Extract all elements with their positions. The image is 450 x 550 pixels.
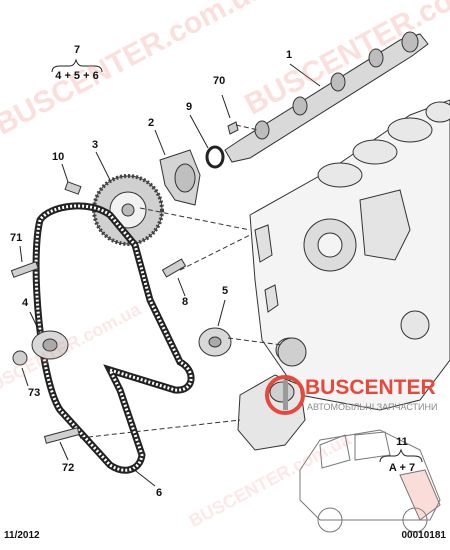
timing-belt	[32, 202, 195, 474]
callout-10: 10	[52, 151, 65, 163]
group-7-bracket	[51, 58, 103, 73]
callout-8: 8	[182, 296, 189, 308]
woodruff-key	[227, 121, 239, 135]
bolt-71	[10, 261, 39, 278]
group-11-number: 11	[396, 436, 408, 448]
camshaft-hub	[159, 149, 201, 206]
callout-70: 70	[213, 75, 226, 87]
callout-73: 73	[28, 387, 41, 399]
assembly-lines	[79, 124, 283, 439]
buscenter-logo-emblem	[265, 375, 305, 415]
brand-tagline: АВТОМОБІЛЬНІ ЗАПЧАСТИНИ	[307, 402, 438, 412]
callout-2: 2	[148, 117, 155, 129]
leader-lines	[19, 63, 321, 487]
callout-71: 71	[10, 232, 23, 244]
idler-pulley	[198, 327, 232, 357]
callout-3: 3	[92, 139, 99, 151]
group-11-bracket	[379, 448, 423, 463]
group-7-number: 7	[73, 44, 81, 56]
group-7-items: 4 + 5 + 6	[55, 70, 99, 82]
bolt-73	[12, 350, 28, 366]
callout-5: 5	[222, 285, 229, 297]
camshaft-sprocket	[92, 174, 164, 246]
footer-reference: 00010181	[401, 530, 447, 541]
brand-logo-text: BUSCENTER	[305, 376, 436, 399]
camshaft-seal	[205, 145, 225, 169]
bolt-72	[43, 427, 80, 444]
callout-9: 9	[186, 101, 193, 113]
stud-8	[161, 258, 187, 278]
crankshaft-sprocket	[277, 337, 307, 367]
bolt-10	[64, 181, 82, 195]
camshaft	[224, 31, 429, 163]
footer-date: 11/2012	[4, 530, 40, 541]
callout-6: 6	[156, 487, 163, 499]
engine-block	[249, 99, 450, 411]
callout-4: 4	[22, 297, 29, 309]
tensioner-pulley	[31, 330, 69, 360]
van-illustration	[299, 429, 441, 533]
group-11-items: A + 7	[388, 462, 416, 474]
callout-72: 72	[62, 462, 75, 474]
callout-1: 1	[286, 49, 293, 61]
